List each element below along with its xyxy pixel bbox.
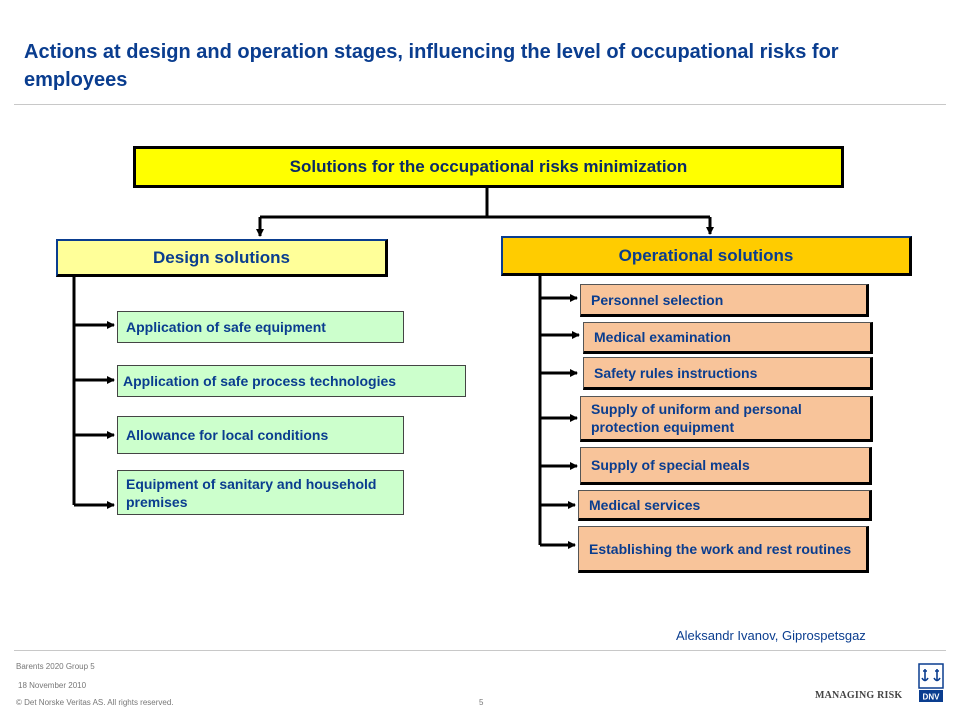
operational-item: Supply of special meals — [580, 447, 872, 485]
dnv-logo-icon: DNV — [918, 663, 944, 702]
design-item: Application of safe equipment — [117, 311, 404, 343]
slide-title: Actions at design and operation stages, … — [24, 41, 839, 91]
top-branch-connector — [260, 188, 710, 219]
operational-item: Establishing the work and rest routines — [578, 526, 869, 573]
design-solutions-heading: Design solutions — [56, 239, 388, 277]
operational-item: Supply of uniform and personal protectio… — [580, 396, 873, 442]
design-item: Application of safe process technologies — [117, 365, 466, 397]
title-divider — [14, 104, 946, 105]
footer-group: Barents 2020 Group 5 — [16, 662, 95, 671]
design-item: Allowance for local conditions — [117, 416, 404, 454]
page-number: 5 — [479, 698, 484, 707]
managing-risk-label: MANAGING RISK — [815, 690, 903, 701]
footer-copyright: © Det Norske Veritas AS. All rights rese… — [16, 698, 174, 707]
dnv-logo-text: DNV — [923, 693, 941, 702]
footer-divider — [14, 650, 946, 651]
footer-date: 18 November 2010 — [18, 681, 87, 690]
top-solutions-box: Solutions for the occupational risks min… — [133, 146, 844, 188]
operational-item: Medical examination — [583, 322, 873, 354]
author-credit: Aleksandr Ivanov, Giprospetsgaz — [676, 628, 866, 643]
operational-item: Medical services — [578, 490, 872, 521]
operational-solutions-heading: Operational solutions — [501, 236, 912, 276]
operational-item: Personnel selection — [580, 284, 869, 317]
operational-item: Safety rules instructions — [583, 357, 873, 390]
design-item: Equipment of sanitary and household prem… — [117, 470, 404, 515]
